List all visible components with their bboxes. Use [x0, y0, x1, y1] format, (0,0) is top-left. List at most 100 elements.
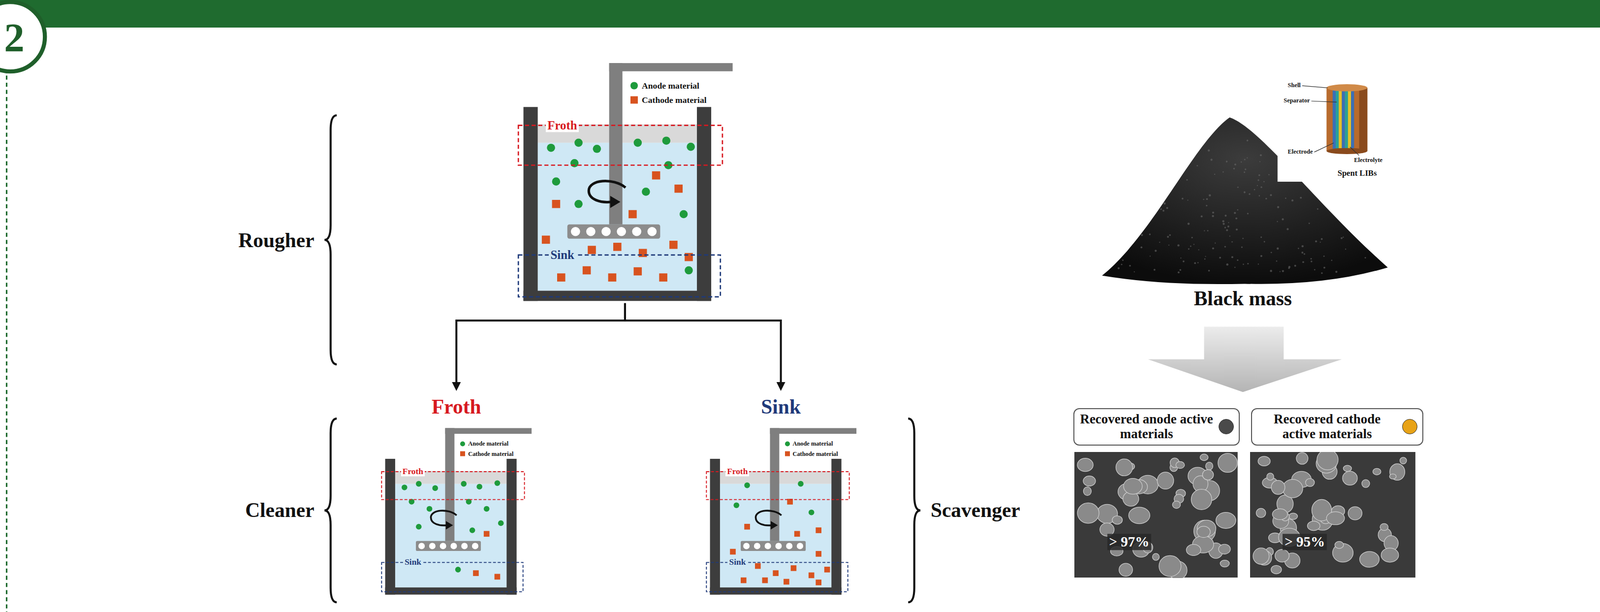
- cell-shell: [1326, 87, 1368, 152]
- anode-particle: [797, 480, 804, 487]
- pile-speckle: [1301, 245, 1304, 248]
- stream-heading: Sink: [760, 395, 801, 419]
- cathode-particle: [652, 171, 661, 180]
- legend-swatch: [630, 96, 638, 104]
- froth-label: Froth: [725, 467, 750, 477]
- cell-layer: [1338, 89, 1342, 149]
- pile-speckle: [1140, 246, 1143, 249]
- tank-wall: [709, 587, 842, 595]
- pile-speckle: [1258, 174, 1261, 177]
- pile-speckle: [1257, 179, 1259, 181]
- sem-particle: [1257, 456, 1271, 467]
- pile-speckle: [1187, 222, 1191, 225]
- pile-speckle: [1342, 236, 1344, 238]
- sem-particle: [1172, 501, 1181, 509]
- pile-speckle: [1260, 254, 1263, 257]
- sem-particle: [1112, 515, 1123, 525]
- sem-particle: [1307, 521, 1320, 531]
- anode-particle: [401, 484, 408, 491]
- sem-particle: [1380, 523, 1389, 531]
- sem-particle: [1359, 551, 1380, 568]
- scavenger-cell: SinkFrothSinkAnode materialCathode mater…: [704, 390, 858, 597]
- pile-speckle: [1234, 266, 1236, 268]
- sem-particle: [1218, 453, 1238, 473]
- cell-layer: [1335, 89, 1339, 149]
- pile-speckle: [1270, 251, 1273, 253]
- legend-swatch: [630, 82, 638, 90]
- pile-speckle: [1244, 158, 1246, 160]
- legend-swatch: [460, 451, 466, 457]
- sem-particle: [1389, 473, 1397, 479]
- pile-speckle: [1364, 256, 1367, 259]
- pile-speckle: [1154, 249, 1157, 252]
- sem-particle: [1274, 549, 1289, 563]
- pile-speckle: [1225, 160, 1228, 163]
- sem-particle: [1270, 565, 1282, 574]
- cathode-particle: [815, 527, 822, 534]
- impeller-hole: [601, 226, 611, 237]
- pile-speckle: [1269, 269, 1272, 272]
- sem-particle: [1253, 547, 1270, 565]
- sem-background: [1074, 451, 1238, 578]
- pile-speckle: [1235, 228, 1238, 231]
- anode-particle: [476, 483, 483, 490]
- pile-speckle: [1168, 244, 1170, 246]
- sem-particle: [1191, 489, 1213, 510]
- pile-speckle: [1179, 268, 1182, 271]
- tank-wall: [385, 587, 517, 595]
- impeller-hole: [450, 542, 458, 549]
- pile-speckle: [1224, 245, 1226, 248]
- impeller-hole: [785, 542, 793, 549]
- cell-group: [706, 428, 857, 595]
- pile-speckle: [1257, 263, 1259, 265]
- pile-speckle: [1340, 237, 1343, 240]
- pile-speckle: [1276, 260, 1278, 262]
- leader-line: [1349, 147, 1359, 156]
- impeller-hole: [753, 542, 760, 549]
- pile-speckle: [1254, 188, 1256, 191]
- sem-image: > 97%: [1074, 451, 1238, 578]
- cathode-particle: [483, 531, 490, 537]
- header-bar: [0, 0, 1600, 28]
- anode-particle: [461, 480, 468, 487]
- impeller-hole: [570, 226, 581, 237]
- rotation-arrowhead: [445, 520, 454, 530]
- brace: [324, 418, 337, 602]
- cathode-particle: [790, 564, 797, 571]
- cathode-particle: [633, 267, 643, 276]
- impeller-hole: [631, 226, 642, 237]
- tank-wall: [506, 458, 517, 595]
- rotation-arrowhead: [610, 195, 621, 209]
- anode-particle: [633, 138, 643, 148]
- pile-speckle: [1242, 263, 1245, 266]
- leader-line: [1314, 142, 1334, 153]
- sem-particle: [1266, 472, 1274, 481]
- pile-speckle: [1205, 204, 1208, 207]
- legend-swatch: [784, 451, 790, 457]
- pile-speckle: [1288, 265, 1291, 268]
- legend-row: Cathode material: [630, 94, 707, 106]
- cell-layer: [1345, 89, 1349, 149]
- legend-row: Anode material: [784, 439, 834, 448]
- pile-speckle: [1224, 214, 1227, 217]
- rotation-arrow: [431, 510, 457, 526]
- pile-speckle: [1269, 193, 1272, 196]
- pile-speckle: [1246, 139, 1249, 142]
- pile-speckle: [1268, 173, 1270, 176]
- cathode-particle: [754, 563, 761, 569]
- cathode-particle: [557, 273, 566, 283]
- pile-speckle: [1210, 158, 1213, 161]
- pile-speckle: [1258, 194, 1261, 197]
- sink-label: Sink: [548, 248, 576, 262]
- pile-speckle: [1191, 236, 1193, 239]
- legend-swatch: [460, 440, 466, 446]
- sem-group: [1250, 451, 1416, 578]
- pile-speckle: [1140, 233, 1143, 236]
- cathode-particle: [808, 572, 815, 579]
- anode-particle: [426, 505, 433, 512]
- sink-label: Sink: [727, 557, 748, 567]
- purity-value: > 95%: [1282, 533, 1327, 550]
- pile-speckle: [1263, 181, 1265, 183]
- pile-speckle: [1243, 191, 1246, 194]
- impeller: [740, 540, 806, 551]
